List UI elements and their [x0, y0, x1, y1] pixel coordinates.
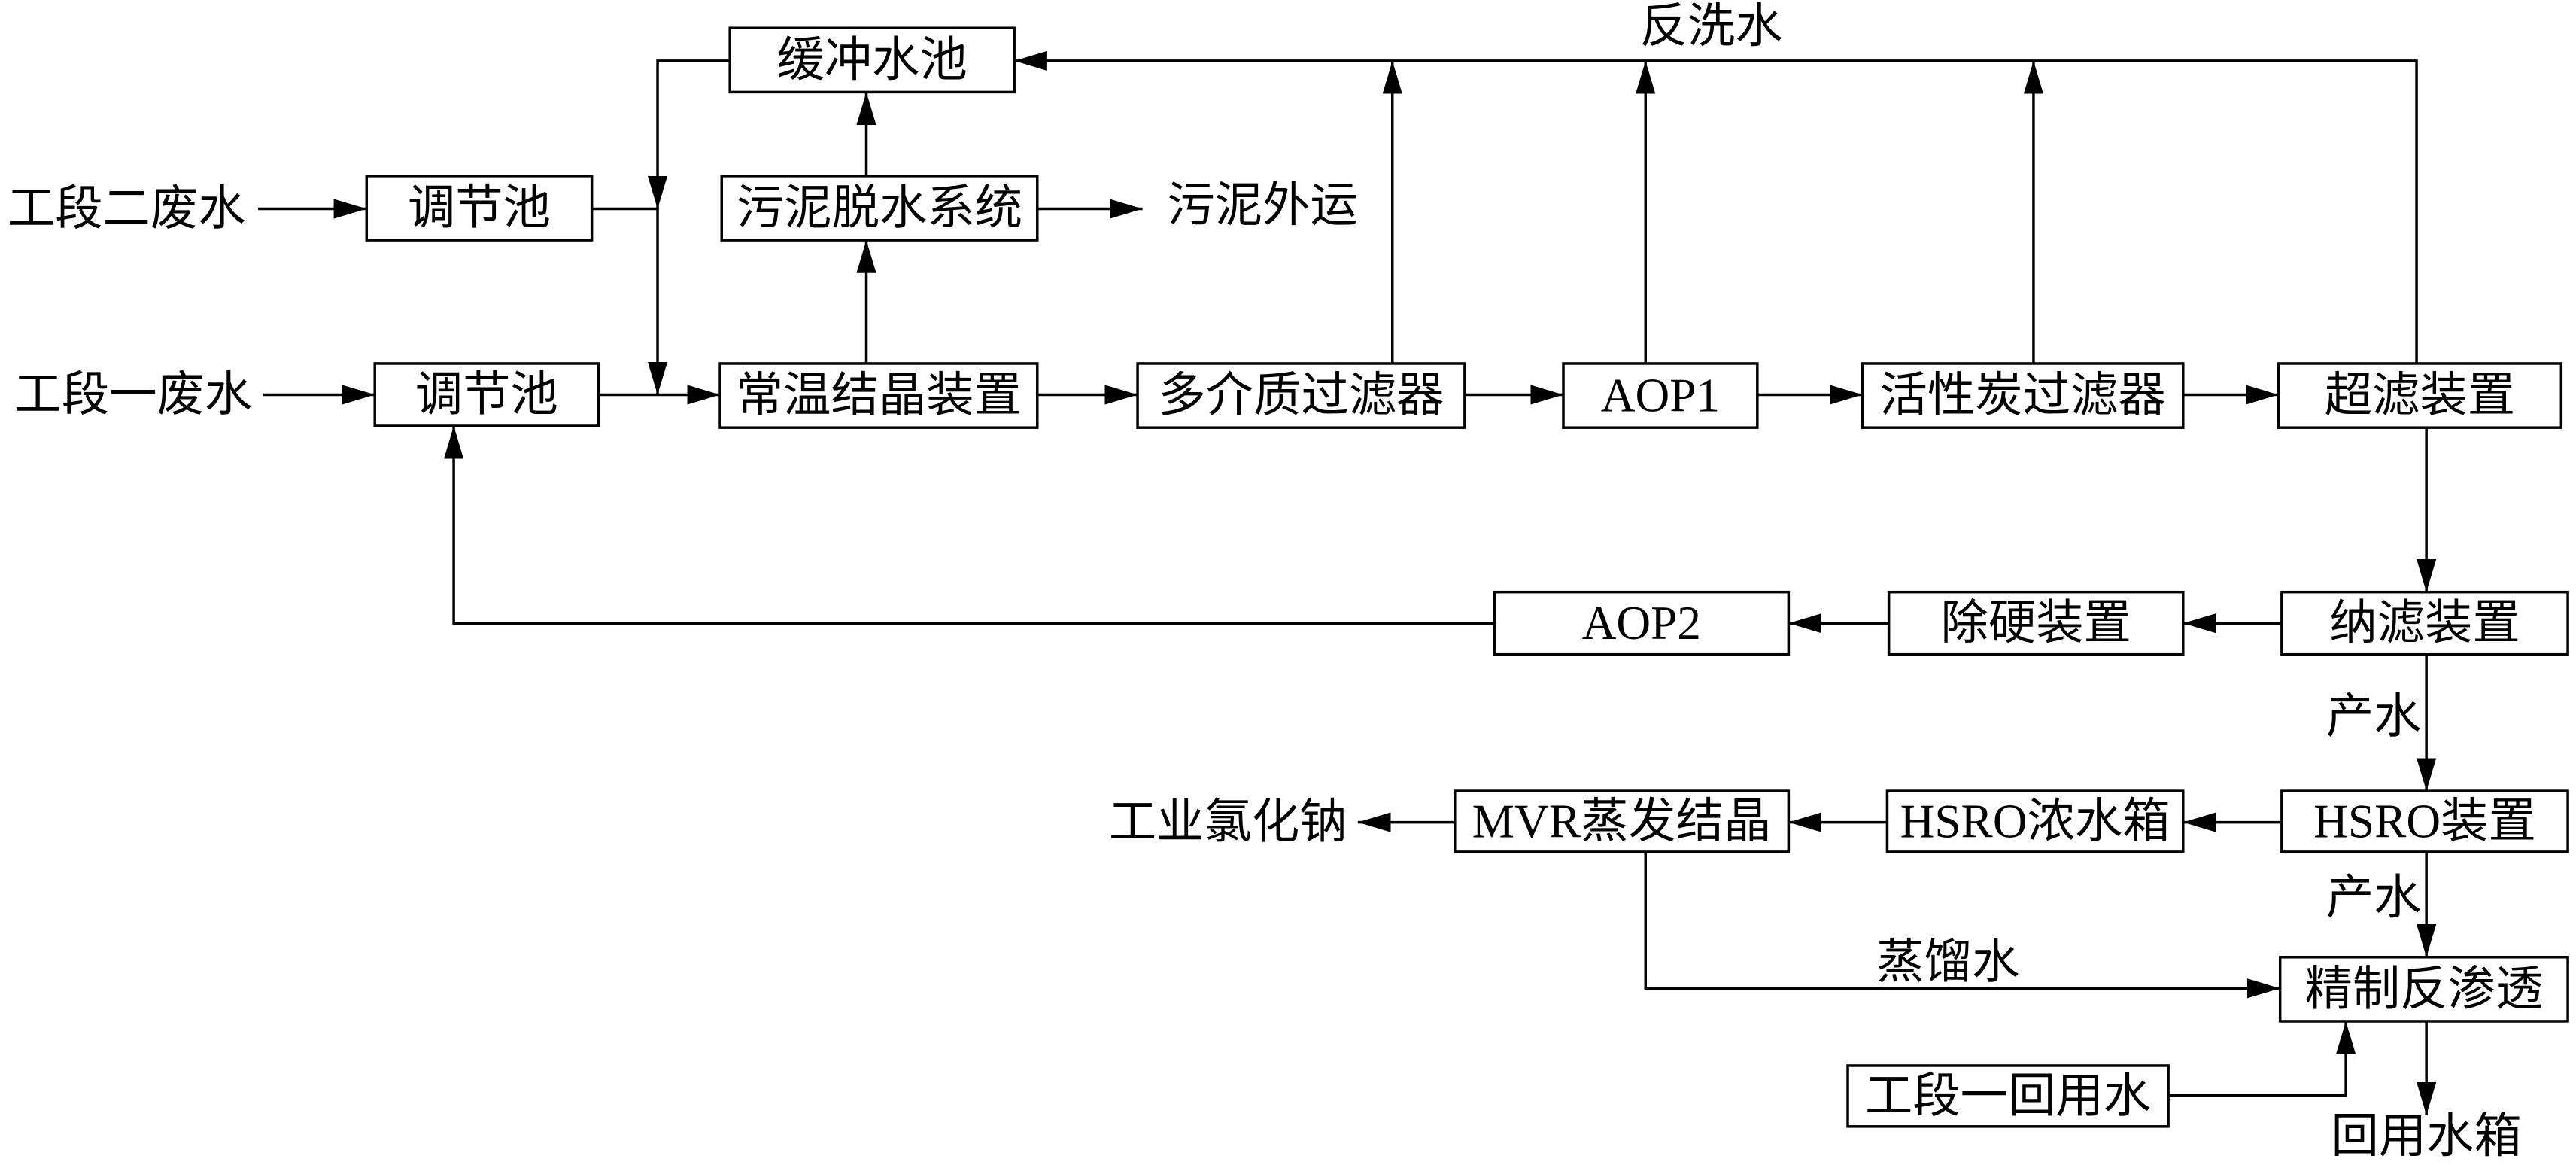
- mvr-evaporative-crystallizer-box: [1454, 789, 1791, 853]
- softening-unit-label: 除硬装置: [1940, 597, 2131, 649]
- regulating-tank-stage2-box: [365, 175, 594, 242]
- hsro-unit-box: [2280, 789, 2569, 853]
- aop2-box: [1493, 590, 1791, 656]
- stage1-reuse-water-box: [1846, 1064, 2170, 1128]
- arrow-mvr-distilled-to-refined-ro: [1644, 851, 2280, 999]
- arrow-reuse-water-to-refined-ro: [2168, 1021, 2356, 1097]
- nanofiltration-unit-label: 纳滤装置: [2329, 597, 2520, 649]
- ultrafiltration-unit-box: [2277, 362, 2563, 429]
- arrow-buffer-tank-return: [647, 59, 731, 209]
- product-water-label-1: 产水: [2326, 691, 2422, 744]
- nanofiltration-unit-box: [2280, 590, 2569, 656]
- product-water-label-2: 产水: [2326, 871, 2422, 924]
- regulating-tank-stage1-label: 调节池: [415, 368, 558, 421]
- activated-carbon-filter-label: 活性炭过滤器: [1880, 370, 2166, 422]
- hsro-concentrate-tank-label: HSRO浓水箱: [1900, 795, 2170, 847]
- ambient-crystallizer-label: 常温结晶装置: [736, 370, 1022, 422]
- sludge-export-label: 污泥外运: [1167, 179, 1357, 232]
- stage2-wastewater-label: 工段二废水: [8, 183, 246, 236]
- node-ultrafiltration-unit: 超滤装置: [2277, 362, 2563, 429]
- aop2-label: AOP2: [1582, 597, 1701, 649]
- buffer-tank-label: 缓冲水池: [776, 34, 967, 87]
- reuse-water-tank-label: 回用水箱: [2331, 1110, 2521, 1163]
- arrow-regulating-tank-stage2-down: [591, 207, 668, 395]
- hsro-concentrate-tank-box: [1885, 789, 2185, 853]
- flow-labels: 工段二废水 工段一废水 污泥外运 反洗水 产水 产水 工业氯化钠 蒸馏水 回用水…: [8, 0, 2522, 1163]
- ultrafiltration-unit-label: 超滤装置: [2325, 370, 2515, 422]
- buffer-tank-box: [728, 26, 1016, 94]
- node-buffer-tank: 缓冲水池: [728, 26, 1016, 94]
- distilled-water-label: 蒸馏水: [1876, 935, 2019, 988]
- backwash-water-label: 反洗水: [1640, 0, 1783, 53]
- aop1-label: AOP1: [1601, 370, 1720, 422]
- regulating-tank-stage2-label: 调节池: [408, 181, 551, 234]
- regulating-tank-stage1-box: [373, 362, 600, 427]
- node-regulating-tank-stage1: 调节池: [373, 362, 600, 427]
- node-softening-unit: 除硬装置: [1887, 590, 2185, 656]
- aop1-box: [1562, 362, 1759, 429]
- node-hsro-concentrate-tank: HSRO浓水箱: [1885, 789, 2185, 853]
- node-refined-reverse-osmosis: 精制反渗透: [2278, 956, 2569, 1023]
- activated-carbon-filter-box: [1861, 362, 2185, 429]
- industrial-nacl-label: 工业氯化钠: [1109, 796, 1347, 849]
- stage1-wastewater-label: 工段一废水: [14, 368, 253, 421]
- flow-lines: [258, 50, 2437, 1115]
- softening-unit-box: [1887, 590, 2185, 656]
- node-multimedia-filter: 多介质过滤器: [1136, 362, 1466, 429]
- node-sludge-dewatering-system: 污泥脱水系统: [720, 175, 1039, 242]
- node-regulating-tank-stage2: 调节池: [365, 175, 594, 242]
- node-nanofiltration-unit: 纳滤装置: [2280, 590, 2569, 656]
- node-aop2: AOP2: [1493, 590, 1791, 656]
- multimedia-filter-label: 多介质过滤器: [1158, 370, 1444, 422]
- hsro-unit-label: HSRO装置: [2313, 795, 2536, 847]
- multimedia-filter-box: [1136, 362, 1466, 429]
- refined-reverse-osmosis-box: [2278, 956, 2569, 1023]
- arrow-ultrafiltration-backwash-to-buffer-tank: [1014, 50, 2418, 363]
- arrow-aop2-to-regulating-tank: [443, 425, 1495, 625]
- refined-reverse-osmosis-label: 精制反渗透: [2304, 963, 2543, 1015]
- node-ambient-crystallizer: 常温结晶装置: [718, 362, 1039, 429]
- node-stage1-reuse-water: 工段一回用水: [1846, 1064, 2170, 1128]
- sludge-dewatering-system-box: [720, 175, 1039, 242]
- ambient-crystallizer-box: [718, 362, 1039, 429]
- mvr-evaporative-crystallizer-label: MVR蒸发结晶: [1472, 795, 1772, 847]
- node-hsro-unit: HSRO装置: [2280, 789, 2569, 853]
- node-activated-carbon-filter: 活性炭过滤器: [1861, 362, 2185, 429]
- node-mvr-evaporative-crystallizer: MVR蒸发结晶: [1454, 789, 1791, 853]
- stage1-reuse-water-label: 工段一回用水: [1865, 1069, 2151, 1122]
- node-aop1: AOP1: [1562, 362, 1759, 429]
- sludge-dewatering-system-label: 污泥脱水系统: [737, 181, 1022, 234]
